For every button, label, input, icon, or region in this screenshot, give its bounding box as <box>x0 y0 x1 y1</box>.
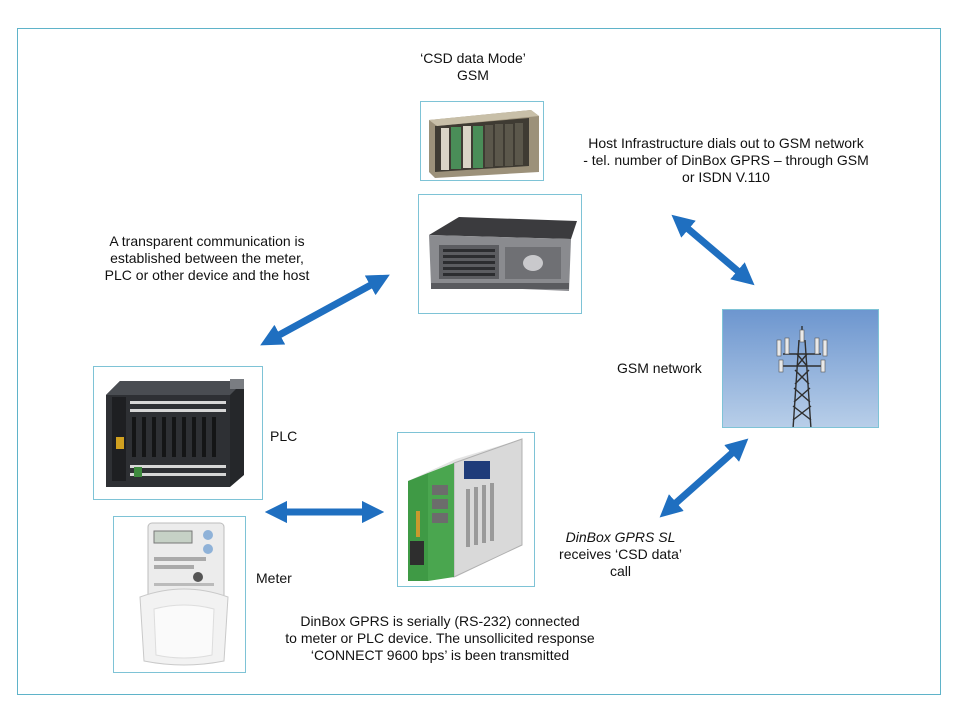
plc-label: PLC <box>270 428 298 444</box>
plc-image <box>93 366 263 500</box>
arrow-host-gsm <box>671 214 755 286</box>
cell-tower-image <box>722 309 879 428</box>
arrow-gsm-dinbox <box>659 438 749 518</box>
transparent-communication-label: A transparent communication is establish… <box>104 233 310 283</box>
serial-connection-label: DinBox GPRS is serially (RS-232) connect… <box>285 613 595 663</box>
server-image <box>418 194 582 314</box>
dinbox-receives-text: receives ‘CSD data’ call <box>559 546 682 579</box>
dinbox-modem-image <box>397 432 535 587</box>
gsm-network-label: GSM network <box>617 360 702 376</box>
host-infrastructure-label: Host Infrastructure dials out to GSM net… <box>583 135 869 185</box>
csd-mode-label: ‘CSD data Mode’ GSM <box>420 50 526 83</box>
meter-label: Meter <box>256 570 292 586</box>
rack-chassis-image <box>420 101 544 181</box>
dinbox-sl-name: DinBox GPRS SL <box>565 529 676 545</box>
diagram-frame <box>17 28 941 695</box>
arrow-host-plc <box>260 274 390 346</box>
meter-image <box>113 516 246 673</box>
